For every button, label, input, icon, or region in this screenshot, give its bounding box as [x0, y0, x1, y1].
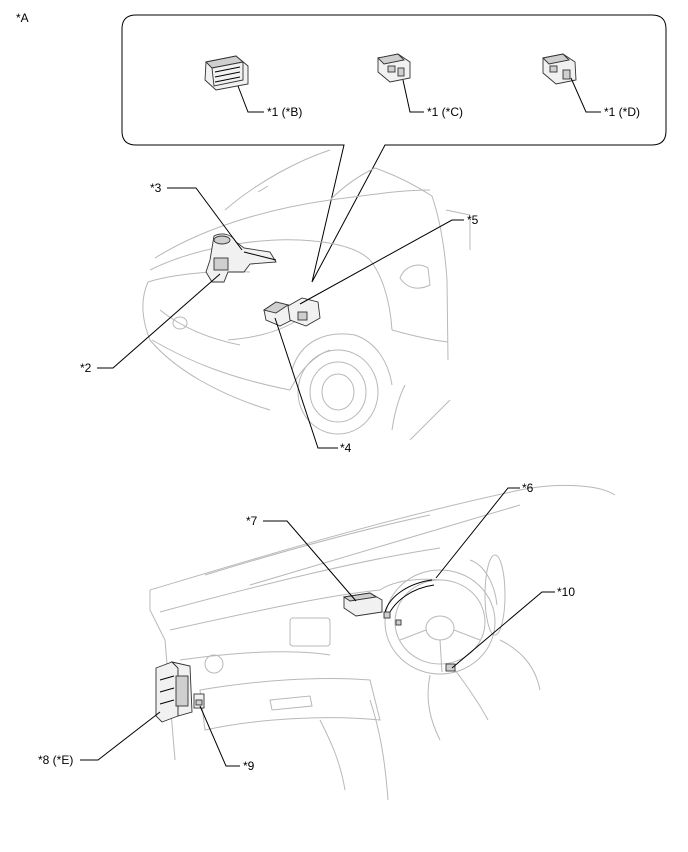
component-8-illustration: [155, 661, 193, 723]
component-6-illustration: [383, 579, 435, 626]
module-d-illustration: [542, 53, 577, 85]
detail-inset-box: [121, 14, 667, 283]
callout-9-label: *9: [243, 759, 255, 773]
callout-6-label: *6: [522, 481, 534, 495]
module-b-illustration: [204, 55, 249, 91]
dashboard-illustration: [149, 484, 616, 801]
callout-7-label: *7: [246, 514, 258, 528]
callout-1d-label: *1 (*D): [604, 105, 641, 119]
callout-5-label: *5: [467, 213, 479, 227]
component-2-3-illustration: [205, 233, 277, 283]
component-9-illustration: [193, 693, 205, 709]
component-7-illustration: [342, 592, 383, 617]
callout-10-label: *10: [557, 585, 576, 599]
component-5-illustration: [287, 297, 321, 327]
callout-2-label: *2: [80, 361, 92, 375]
vehicle-front-illustration: [142, 149, 471, 441]
callout-8-label: *8 (*E): [38, 753, 74, 767]
figure-label: *A: [16, 11, 29, 25]
callout-1b-label: *1 (*B): [267, 105, 303, 119]
callout-3-label: *3: [150, 181, 162, 195]
component-10-illustration: [445, 663, 456, 672]
callout-1c-label: *1 (*C): [427, 105, 464, 119]
module-c-illustration: [377, 53, 411, 83]
callout-4-label: *4: [340, 441, 352, 455]
